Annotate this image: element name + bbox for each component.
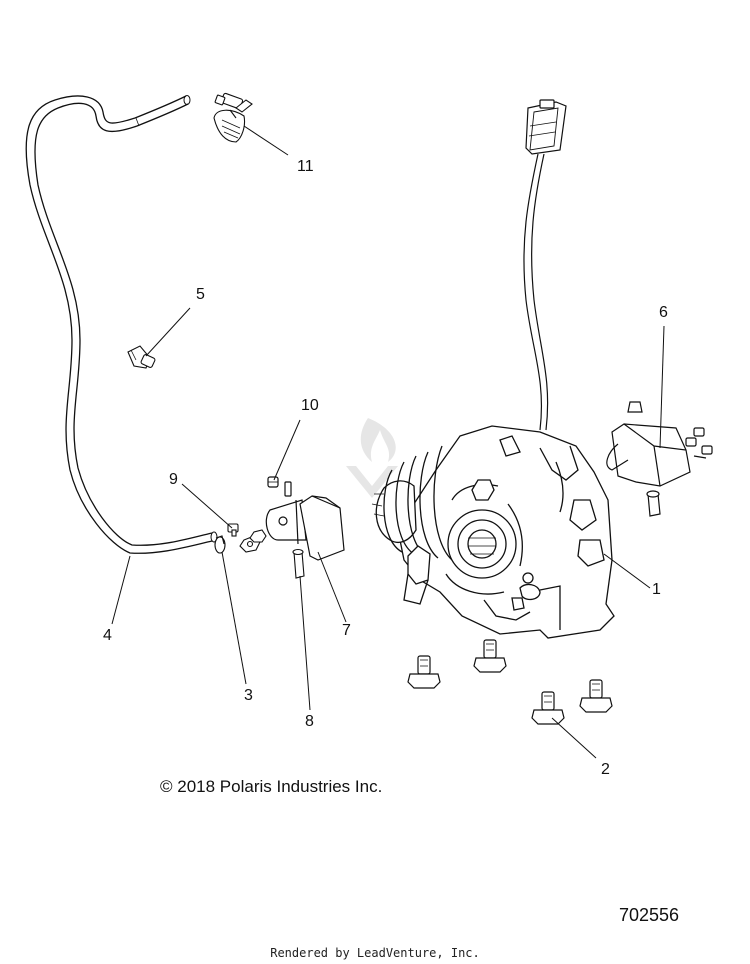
leader-3 [221, 551, 247, 685]
callout-9: 9 [169, 471, 178, 488]
callout-1: 1 [652, 581, 661, 598]
bolt-c [531, 691, 565, 725]
clamp-part-3 [214, 535, 226, 554]
bracket-part-6 [606, 401, 713, 517]
bolt-a [407, 655, 441, 689]
bolt-b [473, 639, 507, 673]
callout-7: 7 [342, 622, 351, 639]
callout-8: 8 [305, 713, 314, 730]
bolts-part-2 [407, 639, 613, 725]
leader-7 [317, 551, 347, 623]
callout-5: 5 [196, 286, 205, 303]
bolt-d [579, 679, 613, 713]
leader-1 [603, 553, 651, 589]
leader-10 [273, 419, 301, 481]
callout-11: 11 [297, 158, 314, 175]
leader-2 [551, 717, 597, 759]
callout-10: 10 [301, 397, 319, 414]
callout-4: 4 [103, 627, 112, 644]
bolt-part-9 [227, 523, 239, 537]
leader-9 [181, 483, 233, 529]
callout-2: 2 [601, 761, 610, 778]
copyright-notice: © 2018 Polaris Industries Inc. [160, 777, 383, 796]
hose-part-4 [25, 95, 218, 554]
connector-harness [523, 99, 567, 431]
leader-8 [299, 575, 311, 711]
elbow-fitting-part-5 [127, 345, 156, 369]
leader-lines [111, 125, 665, 759]
leader-6 [659, 325, 665, 449]
breather-fitting-part-11 [213, 92, 253, 143]
callout-3: 3 [244, 687, 253, 704]
leader-5 [145, 307, 191, 357]
leader-11 [243, 125, 289, 156]
leader-4 [111, 555, 131, 625]
diagram-number: 702556 [619, 905, 680, 925]
rendered-by-footer: Rendered by LeadVenture, Inc. [270, 946, 480, 960]
watermark-logo [346, 418, 398, 498]
bracket-part-7 [265, 476, 345, 561]
callout-6: 6 [659, 304, 668, 321]
differential-housing-part-1 [371, 425, 615, 639]
nuts-part-7 [239, 529, 267, 553]
pin-part-8 [292, 548, 305, 579]
